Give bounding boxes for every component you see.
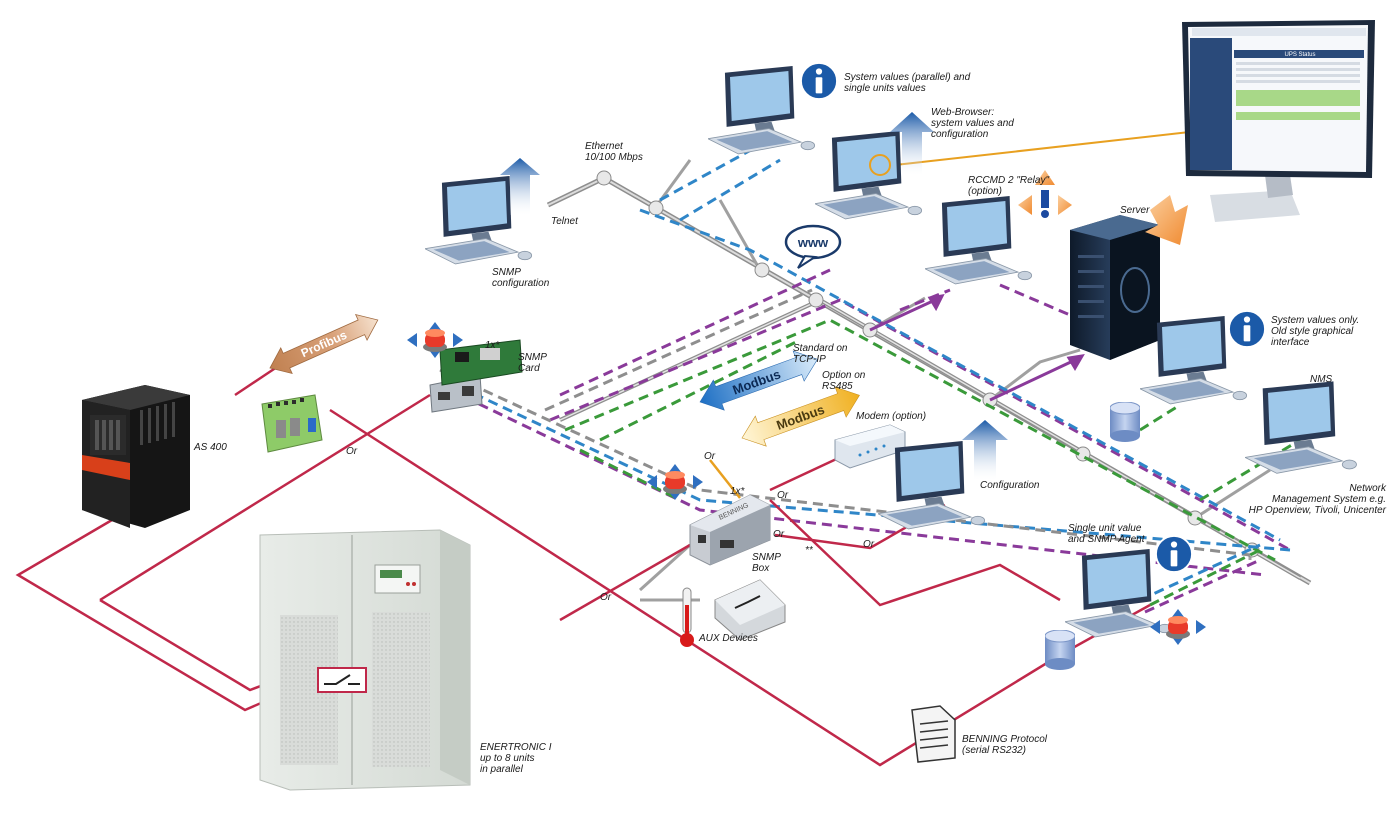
- label-aux-devices: AUX Devices: [699, 633, 758, 644]
- label-rccmd: RCCMD 2 "Relay" (option): [968, 175, 1050, 197]
- profibus-arrow: Profibus: [269, 313, 379, 375]
- label-web-browser: Web-Browser: system values and configura…: [931, 107, 1014, 140]
- workstation-nms: [1245, 380, 1357, 474]
- label-ethernet: Ethernet 10/100 Mbps: [585, 141, 643, 163]
- label-or-3: Or: [777, 490, 789, 501]
- database-icon-2: [1045, 630, 1075, 670]
- serial-connections: [15, 363, 1151, 767]
- alarm-beacon-icon-2: [647, 464, 703, 500]
- info-icon-3: [1155, 535, 1193, 573]
- label-or-5: Or: [863, 539, 875, 550]
- label-benning-protocol: BENNING Protocol (serial RS232): [962, 734, 1048, 756]
- database-icon: [1110, 402, 1140, 442]
- label-network-management: Network Management System e.g. HP Openvi…: [1248, 483, 1386, 516]
- web-browser-highlight: [869, 154, 891, 176]
- alarm-beacon-icon-3: [1150, 609, 1206, 645]
- label-double-star: **: [805, 545, 813, 556]
- aux-switch-device: [714, 579, 786, 641]
- web-browser-zoom-line: [894, 127, 1226, 166]
- label-snmp-card: SNMP Card: [518, 352, 547, 374]
- label-or-4: Or: [773, 529, 785, 540]
- modem-device: [834, 424, 906, 469]
- info-icon: [800, 62, 838, 100]
- label-server: Server: [1120, 205, 1150, 216]
- up-arrow-icon-3: [962, 420, 1008, 480]
- label-configuration: Configuration: [980, 480, 1040, 491]
- label-system-values-parallel: System values (parallel) and single unit…: [844, 72, 971, 94]
- snmp-box: BENNING: [689, 494, 771, 566]
- document-icon: [911, 705, 956, 763]
- label-option-rs485: Option on RS485: [822, 370, 866, 392]
- label-enertronic: ENERTRONIC I up to 8 units in parallel: [480, 742, 552, 775]
- workstation-rccmd: [925, 195, 1033, 285]
- www-text: www: [797, 235, 829, 250]
- workstation-configuration: [878, 440, 986, 530]
- label-standard-tcp: Standard on TCP-IP: [793, 343, 848, 365]
- label-snmp-box: SNMP Box: [752, 552, 781, 574]
- enertronic-ups-cabinet: [259, 529, 471, 791]
- modbus-label-2: Modbus: [774, 402, 826, 433]
- as400-computer: [82, 385, 190, 528]
- label-nms: NMS: [1310, 374, 1333, 385]
- snmp-card: [429, 339, 523, 413]
- label-snmp-card-count: 1x*: [485, 340, 500, 351]
- label-modem: Modem (option): [856, 411, 927, 422]
- profibus-module: [261, 394, 323, 453]
- label-or-1: Or: [346, 446, 358, 457]
- up-arrow-icon-2: [890, 112, 934, 175]
- thermometer-icon: [680, 587, 694, 647]
- label-or-2: Or: [704, 451, 716, 462]
- label-or-6: Or: [600, 592, 612, 603]
- modbus-label-1: Modbus: [731, 366, 783, 397]
- relay-arrows: [869, 294, 1085, 402]
- workstation-system-values: [708, 65, 816, 155]
- up-arrow-icon: [500, 158, 540, 215]
- label-telnet: Telnet: [551, 216, 578, 227]
- server-orange-arrow: [1145, 195, 1188, 245]
- label-snmp-box-count: 1x*: [730, 486, 745, 497]
- label-single-unit: Single unit value and SNMP Agent: [1068, 523, 1145, 545]
- info-icon-2: [1228, 310, 1266, 348]
- label-system-values-only: System values only. Old style graphical …: [1271, 315, 1360, 348]
- ups-status-monitor: UPS Status: [1182, 20, 1375, 222]
- ups-status-title: UPS Status: [1284, 52, 1315, 58]
- label-as400: AS 400: [194, 442, 227, 453]
- relay-warning-icon: [1018, 170, 1072, 218]
- label-snmp-configuration: SNMP configuration: [492, 267, 550, 289]
- dashed-connections: [439, 143, 1301, 614]
- www-bubble: www: [784, 224, 842, 269]
- rs485-line: [709, 459, 741, 499]
- server-tower: [1070, 215, 1160, 360]
